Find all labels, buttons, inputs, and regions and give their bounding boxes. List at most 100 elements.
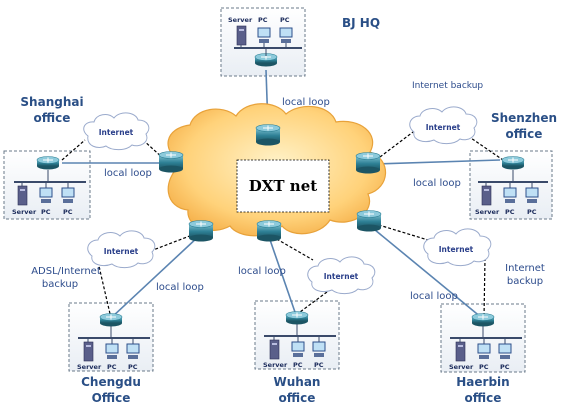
- shanghai-server-label: Server: [12, 208, 37, 216]
- backup-shanghai-1: [61, 139, 86, 161]
- site-names: BJ HQ Shanghai office Shenzhen office Ch…: [20, 16, 557, 405]
- haerbin-cloud-icon: [423, 228, 492, 267]
- pc-icon: [257, 27, 271, 43]
- bj-server-label: Server: [228, 16, 253, 24]
- shanghai-cloud-icon: [83, 112, 150, 151]
- core-router-southwest-icon: [188, 220, 214, 242]
- backup-chengdu-1: [147, 231, 201, 253]
- server-icon: [455, 341, 466, 362]
- chengdu-pc2-label: PC: [128, 363, 138, 371]
- haerbin-site-name-1: Haerbin: [456, 375, 509, 389]
- chengdu-local-loop-label: local loop: [156, 282, 204, 293]
- haerbin-router-icon: [471, 313, 495, 327]
- wuhan-router-icon: [285, 311, 309, 325]
- wuhan-pc2-label: PC: [314, 361, 324, 369]
- link-shenzhen: [375, 159, 501, 165]
- chengdu-adsl-backup-label-1: ADSL/Internet: [31, 266, 101, 277]
- chengdu-server-label: Server: [77, 363, 102, 371]
- pc-icon: [291, 341, 305, 357]
- backup-shenzhen-2: [467, 135, 504, 161]
- shenzhen-pc1-label: PC: [505, 208, 515, 216]
- pc-icon: [279, 27, 293, 43]
- chengdu-cloud-icon: [87, 230, 156, 269]
- link-wuhan: [267, 233, 297, 316]
- haerbin-pc2-label: PC: [500, 363, 510, 371]
- shanghai-local-loop-label: local loop: [104, 168, 152, 179]
- wuhan-cloud-icon: [307, 256, 376, 295]
- routers: [36, 53, 525, 327]
- pc-icon: [498, 343, 512, 359]
- haerbin-local-loop-label: local loop: [410, 291, 458, 302]
- shenzhen-pc2-label: PC: [527, 208, 537, 216]
- core-router-north-icon: [255, 124, 281, 146]
- shenzhen-cloud-icon: [409, 106, 478, 145]
- wuhan-site-name-1: Wuhan: [274, 375, 321, 389]
- shanghai-pc1-label: PC: [41, 208, 51, 216]
- bj-pc1-label: PC: [258, 16, 268, 24]
- shenzhen-internet-backup-label: Internet backup: [412, 81, 483, 91]
- backup-wuhan-1: [267, 233, 314, 261]
- server-icon: [481, 185, 492, 206]
- chengdu-cloud-label: Internet: [104, 247, 139, 256]
- haerbin-pc1-label: PC: [479, 363, 489, 371]
- shanghai-site-name-1: Shanghai: [20, 95, 83, 109]
- core-router-southeast-icon: [356, 210, 382, 232]
- shanghai-router-icon: [36, 156, 60, 170]
- shenzhen-router-icon: [501, 156, 525, 170]
- pc-icon: [126, 343, 140, 359]
- chengdu-router-icon: [99, 313, 123, 327]
- shenzhen-server-label: Server: [475, 208, 500, 216]
- backup-wuhan-2: [295, 285, 336, 316]
- chengdu-adsl-backup-label-2: backup: [42, 279, 78, 290]
- wuhan-cloud-label: Internet: [324, 272, 359, 281]
- server-icon: [17, 185, 28, 206]
- pc-icon: [105, 343, 119, 359]
- wuhan-local-loop-label: local loop: [238, 266, 286, 277]
- link-chengdu: [110, 235, 200, 319]
- bj-lan: Server PC PC: [228, 16, 302, 56]
- link-haerbin: [368, 224, 483, 319]
- pc-icon: [503, 187, 517, 203]
- shanghai-lan: Server PC PC: [12, 170, 86, 216]
- bj-pc2-label: PC: [280, 16, 290, 24]
- shanghai-pc2-label: PC: [63, 208, 73, 216]
- bj-router-icon: [254, 53, 278, 67]
- shanghai-cloud-label: Internet: [99, 128, 134, 137]
- internet-cloud-labels: Internet Internet Internet Internet Inte…: [99, 123, 474, 281]
- haerbin-lan: Server PC PC: [449, 326, 522, 371]
- server-icon: [83, 341, 94, 362]
- haerbin-server-label: Server: [449, 363, 474, 371]
- core-label: DXT net: [249, 177, 317, 195]
- shenzhen-lan: Server PC PC: [475, 170, 548, 216]
- server-icon: [236, 25, 247, 46]
- internet-clouds: [83, 106, 492, 295]
- shenzhen-site-name-2: office: [506, 127, 543, 141]
- core-router-east-icon: [355, 152, 381, 174]
- wuhan-pc1-label: PC: [293, 361, 303, 369]
- backup-links: [61, 131, 504, 319]
- backup-chengdu-2: [97, 261, 112, 319]
- bj-site-name: BJ HQ: [342, 16, 380, 30]
- pc-icon: [477, 343, 491, 359]
- core-router-west-icon: [158, 151, 184, 173]
- shenzhen-site-name-1: Shenzhen: [491, 111, 557, 125]
- haerbin-internet-backup-label-2: backup: [507, 276, 543, 287]
- pc-icon: [525, 187, 539, 203]
- access-links: [62, 69, 501, 319]
- wuhan-lan: Server PC PC: [263, 324, 336, 369]
- wuhan-site-name-2: office: [279, 391, 316, 405]
- chengdu-lan: Server PC PC: [77, 326, 150, 371]
- shenzhen-cloud-label: Internet: [426, 123, 461, 132]
- shanghai-site-name-2: office: [34, 111, 71, 125]
- chengdu-site-name-1: Chengdu: [81, 375, 141, 389]
- server-icon: [269, 339, 280, 360]
- haerbin-cloud-label: Internet: [439, 245, 474, 254]
- bj-local-loop-label: local loop: [282, 97, 330, 108]
- haerbin-internet-backup-label-1: Internet: [505, 263, 545, 274]
- haerbin-site-name-2: office: [465, 391, 502, 405]
- shenzhen-local-loop-label: local loop: [413, 178, 461, 189]
- chengdu-pc1-label: PC: [107, 363, 117, 371]
- pc-icon: [312, 341, 326, 357]
